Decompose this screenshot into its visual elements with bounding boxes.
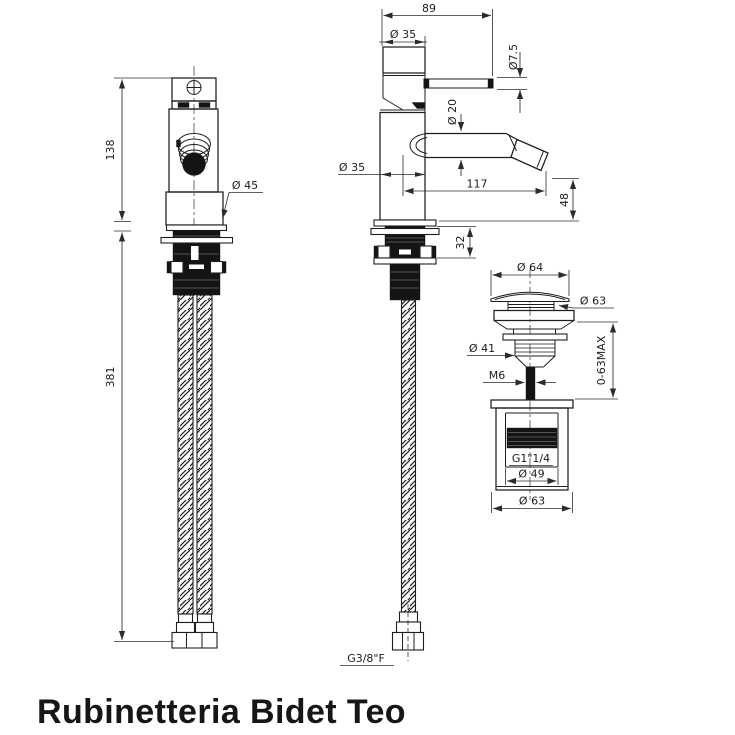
side-dimensions: 89 Ø 35 Ø7.5 Ø 20 Ø 35 117	[338, 2, 579, 666]
dim-handle-diameter-label: Ø7.5	[507, 44, 520, 70]
dim-top-diameter-label: Ø 35	[390, 28, 416, 41]
side-base-plate	[373, 219, 437, 227]
drain-threaded-collar	[514, 339, 556, 357]
side-shank-lower	[389, 263, 421, 301]
dim-supply-thread-label: G3/8"F	[347, 652, 385, 665]
drain-body	[490, 399, 574, 491]
drain-assembly-view: Ø 64 Ø 63 Ø 41 M6 0-63MAX G1"1/4 Ø 49 Ø …	[467, 261, 618, 513]
dim-bore-diameter-label: Ø 49	[518, 468, 544, 481]
dim-body-diameter-label: Ø 63	[519, 495, 545, 508]
dim-height-label: 138	[104, 140, 117, 161]
dim-hose-length-label: 381	[104, 367, 117, 388]
dim-depth-label: 89	[422, 2, 436, 15]
dim-under-counter-label: 32	[454, 236, 467, 250]
front-lock-nut	[166, 260, 227, 274]
side-aerator-tip	[510, 138, 549, 172]
front-base-skirt	[165, 191, 224, 226]
front-view: 138 381 Ø 45	[104, 66, 263, 649]
drain-thread-band	[506, 427, 558, 449]
front-base-plate	[165, 224, 228, 232]
drain-cap	[490, 291, 570, 303]
side-lock-nut	[373, 245, 437, 259]
drain-m6-rod	[525, 366, 536, 401]
handle-screw-icon	[186, 80, 202, 95]
drain-cap-stack	[507, 301, 555, 311]
side-cartridge-housing	[382, 46, 426, 74]
dim-spout-diameter-label: Ø 20	[446, 99, 459, 125]
front-washer	[160, 236, 234, 244]
dim-collar-diameter-label: Ø 41	[469, 342, 495, 355]
side-spout	[409, 132, 549, 172]
dim-waste-thread-label: G1"1/4	[512, 452, 550, 465]
side-handle-lever	[423, 78, 494, 89]
side-view: 89 Ø 35 Ø7.5 Ø 20 Ø 35 117	[338, 2, 579, 666]
supply-hose-left	[177, 294, 194, 615]
dim-flange-diameter-label: Ø 63	[580, 295, 606, 308]
front-aerator	[182, 152, 206, 176]
front-spout	[176, 133, 211, 176]
dim-adjustment-range-label: 0-63MAX	[595, 335, 608, 385]
dim-rod-thread-label: M6	[489, 369, 506, 382]
supply-hose-right	[196, 294, 213, 615]
technical-drawing: 138 381 Ø 45	[104, 2, 618, 666]
dim-spout-reach-label: 117	[467, 178, 488, 191]
side-supply-hose	[400, 299, 417, 613]
hose-end-nut	[171, 631, 218, 649]
drain-flange	[493, 309, 575, 322]
dim-spout-height-label: 48	[558, 193, 571, 207]
dim-cap-diameter-label: Ø 64	[517, 261, 543, 274]
front-dimensions: 138 381 Ø 45	[104, 77, 263, 642]
product-title: Rubinetteria Bidet Teo	[37, 693, 406, 731]
drain-dimensions: Ø 64 Ø 63 Ø 41 M6 0-63MAX G1"1/4 Ø 49 Ø …	[467, 261, 618, 513]
side-body	[379, 111, 426, 221]
dim-body-diameter-label: Ø 35	[339, 161, 365, 174]
dim-base-diameter-label: Ø 45	[232, 179, 258, 192]
side-washer	[370, 227, 440, 236]
